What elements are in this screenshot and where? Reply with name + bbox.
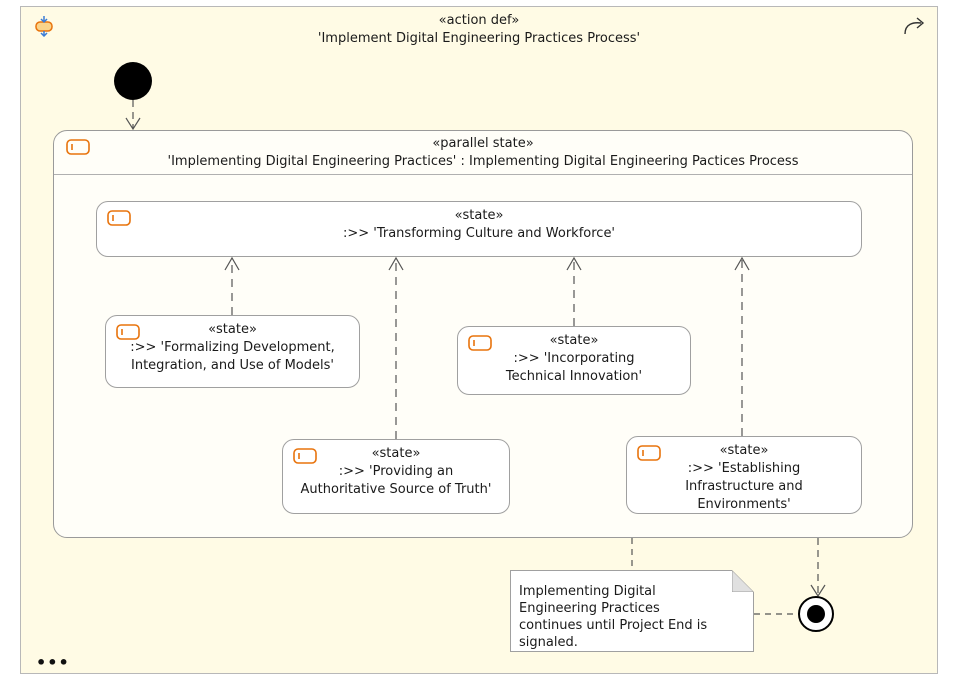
- state-icon: [66, 139, 90, 155]
- state-stereotype: «state»: [549, 333, 599, 348]
- state-transforming-culture[interactable]: «state» :>> 'Transforming Culture and Wo…: [96, 201, 862, 257]
- parallel-state-header: «parallel state» 'Implementing Digital E…: [54, 135, 912, 171]
- state-stereotype: «state»: [719, 443, 769, 458]
- more-options-button[interactable]: •••: [36, 653, 70, 672]
- state-name: :>> 'Transforming Culture and Workforce': [342, 226, 616, 241]
- state-formalizing-development[interactable]: «state» :>> 'Formalizing Development, In…: [105, 315, 360, 388]
- state-stereotype: «state»: [371, 446, 421, 461]
- parallel-state-stereotype: «parallel state»: [432, 136, 534, 151]
- final-node-inner: [807, 605, 825, 623]
- frame-header: «action def» 'Implement Digital Engineer…: [21, 12, 937, 48]
- action-def-icon: [35, 16, 53, 37]
- frame-title: 'Implement Digital Engineering Practices…: [317, 31, 641, 46]
- parallel-state-divider: [54, 174, 912, 175]
- final-node[interactable]: [798, 596, 834, 632]
- note-text: Implementing Digital Engineering Practic…: [519, 584, 708, 650]
- frame-stereotype: «action def»: [438, 13, 520, 28]
- state-icon: [293, 448, 317, 464]
- state-stereotype: «state»: [208, 322, 257, 337]
- state-icon: [637, 445, 661, 461]
- state-icon: [107, 210, 131, 226]
- state-name: :>> 'Providing an Authoritative Source o…: [300, 464, 492, 497]
- initial-node[interactable]: [114, 62, 152, 100]
- state-name: :>> 'Establishing Infrastructure and Env…: [685, 461, 803, 512]
- state-establishing-infrastructure[interactable]: «state» :>> 'Establishing Infrastructure…: [626, 436, 862, 514]
- parallel-state-title: 'Implementing Digital Engineering Practi…: [167, 154, 799, 169]
- note-fold-icon: [732, 570, 754, 592]
- comment-note[interactable]: Implementing Digital Engineering Practic…: [510, 570, 754, 652]
- state-name: :>> 'Formalizing Development, Integratio…: [130, 340, 335, 373]
- state-icon: [116, 324, 140, 340]
- state-providing-source-of-truth[interactable]: «state» :>> 'Providing an Authoritative …: [282, 439, 510, 514]
- redo-arrow-icon[interactable]: [901, 15, 929, 37]
- state-icon: [468, 335, 492, 351]
- state-stereotype: «state»: [454, 208, 504, 223]
- state-incorporating-innovation[interactable]: «state» :>> 'Incorporating Technical Inn…: [457, 326, 691, 395]
- state-name: :>> 'Incorporating Technical Innovation': [505, 351, 643, 384]
